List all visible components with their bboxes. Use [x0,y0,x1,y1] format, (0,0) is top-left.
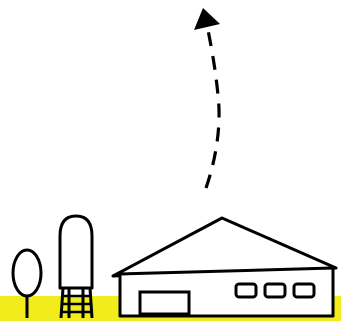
barn-window-3 [292,282,316,299]
grain-silo [58,214,94,319]
barn-window-1 [234,282,258,299]
arrow-dashed-curve [204,29,221,189]
tree [11,248,43,318]
dashed-upward-arrow [194,8,221,189]
tree-crown [11,248,43,298]
farm-barn [111,216,338,318]
arrowhead-icon [194,8,220,30]
barn-roof [111,216,338,278]
barn-window-2 [263,282,287,299]
silo-body [58,214,94,290]
barn-door [138,290,191,316]
